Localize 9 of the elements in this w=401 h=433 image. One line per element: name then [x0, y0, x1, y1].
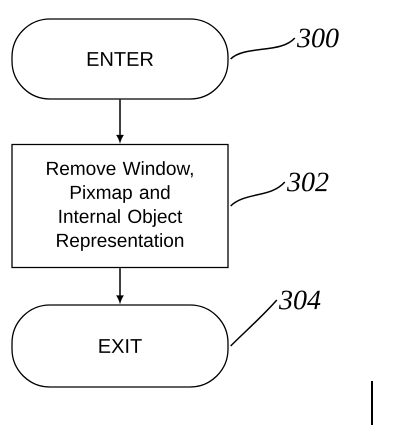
leader-line: [230, 37, 296, 60]
arrow: [116, 268, 124, 302]
callout-number: 300: [296, 28, 339, 48]
leader-line: [230, 181, 286, 207]
arrow: [116, 100, 124, 142]
callout-number: 304: [278, 290, 320, 310]
process-box: Remove Window, Pixmap and Internal Object Representation: [11, 144, 229, 268]
callout-number: 302: [286, 172, 328, 192]
leader-line: [230, 300, 278, 347]
